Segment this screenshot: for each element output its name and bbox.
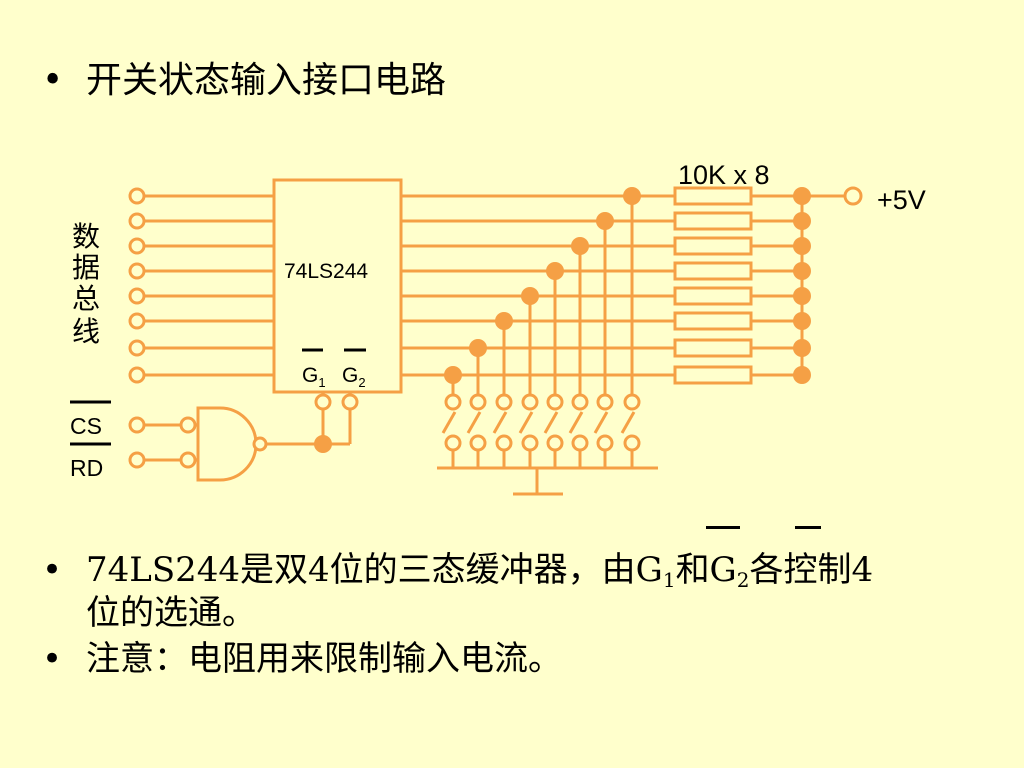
switch-blade (492, 411, 508, 434)
bus-terminal (128, 212, 146, 230)
g2-overline-text (795, 526, 821, 529)
resistor (673, 186, 753, 206)
bullet-dot-icon: • (42, 60, 64, 101)
switch-bottom-contact (546, 434, 564, 452)
output-junction-dot (444, 366, 462, 384)
switch-blade (518, 411, 534, 434)
g2-label: G2 (342, 364, 366, 390)
output-junction-dot (521, 287, 539, 305)
bus-terminal (128, 262, 146, 280)
bullet-dot-icon: • (42, 550, 63, 590)
resistor (673, 311, 753, 331)
g1-overline-text (706, 526, 740, 529)
switch-top-contact (596, 393, 614, 411)
switch-top-contact (546, 393, 564, 411)
switch-top-contact (469, 393, 487, 411)
bullet-text: 开关状态输入接口电路 (86, 60, 447, 101)
switch-bottom-contact (444, 434, 462, 452)
switch-top-contact (444, 393, 462, 411)
junction-dots (128, 186, 863, 469)
resistor (673, 338, 753, 358)
bullet-item-74ls244: • 74LS244是双4位的三态缓冲器，由G1和G2各控制4 (42, 547, 873, 603)
vcc-junction-dot (793, 212, 811, 230)
gate-inversion-bubble (252, 436, 268, 452)
switch-blade (593, 411, 609, 434)
output-junction-dot (469, 339, 487, 357)
bus-terminal (128, 287, 146, 305)
switch-input-circuit-diagram: 74LS244 G1 G2 10K x 8 +5V 数 据 总 线 CS RD (70, 160, 926, 496)
bus-label-char-2: 据 (72, 252, 100, 283)
vcc-junction-dot (793, 237, 811, 255)
output-junction-dot (623, 187, 641, 205)
switch-blade (620, 411, 636, 434)
and-gate-icon (196, 406, 258, 482)
bullet-text: 注意：电阻用来限制输入电流。 (86, 639, 562, 679)
bullet-item-resistor-note: • 注意：电阻用来限制输入电流。 (42, 636, 562, 682)
g1-label: G1 (302, 364, 326, 390)
output-junction-dot (596, 212, 614, 230)
output-junction-dot (571, 237, 589, 255)
g1-terminal (314, 393, 332, 411)
switch-bottom-contact (521, 434, 539, 452)
switch-blade (466, 411, 482, 434)
bus-terminal (128, 237, 146, 255)
vcc-terminal (843, 186, 863, 206)
cs-terminal (128, 416, 146, 434)
bus-terminal (128, 339, 146, 357)
switch-top-contact (521, 393, 539, 411)
output-junction-dot (546, 262, 564, 280)
switch-bottom-contact (623, 434, 641, 452)
bus-terminal (128, 312, 146, 330)
switch-bottom-contact (596, 434, 614, 452)
switch-bottom-contact (495, 434, 513, 452)
bus-label-char-3: 总 (72, 283, 100, 314)
resistor (673, 211, 753, 231)
bullet-text: 74LS244是双4位的三态缓冲器，由G1和G2各控制4 (86, 550, 874, 592)
rd-terminal (128, 451, 146, 469)
switch-top-contact (571, 393, 589, 411)
switch-bottom-contact (469, 434, 487, 452)
resistor (673, 261, 753, 281)
vcc-junction-dot (793, 187, 811, 205)
chip-74ls244 (272, 178, 403, 394)
output-junction-dot (495, 312, 513, 330)
resistor (673, 286, 753, 306)
switch-bottom-contact (571, 434, 589, 452)
cs-label: CS (70, 413, 102, 439)
bus-terminal (128, 187, 146, 205)
vcc-junction-dot (793, 287, 811, 305)
vcc-junction-dot (793, 366, 811, 384)
vcc-junction-dot (793, 262, 811, 280)
switch-top-contact (495, 393, 513, 411)
switch-blade (568, 411, 584, 434)
bullet-dot-icon: • (42, 639, 63, 679)
switch-top-contact (623, 393, 641, 411)
bullet-item-title: • 开关状态输入接口电路 (42, 58, 446, 104)
bus-label-char-4: 线 (72, 316, 100, 347)
chip-label: 74LS244 (284, 260, 368, 283)
gate-input-bubble (179, 416, 197, 434)
switch-blade (543, 411, 559, 434)
bus-terminal (128, 366, 146, 384)
rd-label: RD (70, 455, 103, 481)
resistor (673, 236, 753, 256)
gate-output-junction-dot (314, 435, 332, 453)
g2-terminal (341, 393, 359, 411)
bullet-text-line2: 位的选通。 (86, 593, 256, 633)
gate-input-bubble (179, 451, 197, 469)
circuit-wires (144, 186, 845, 496)
vcc-junction-dot (793, 339, 811, 357)
bus-label-char-1: 数 (72, 221, 100, 252)
resistor (673, 365, 753, 385)
switch-blade (441, 411, 457, 434)
resistor-label: 10K x 8 (678, 160, 770, 190)
vcc-label: +5V (877, 185, 926, 215)
vcc-junction-dot (793, 312, 811, 330)
